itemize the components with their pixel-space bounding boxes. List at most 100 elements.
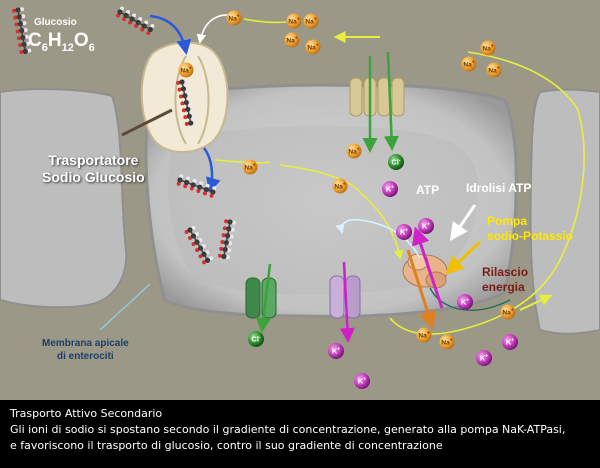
svg-text:K+: K+ (358, 377, 366, 386)
k-ion-3: K+ (418, 218, 434, 234)
svg-text:K+: K+ (400, 228, 408, 237)
atp-label: ATP (416, 183, 440, 197)
na-ion-4: Na+ (284, 32, 300, 48)
membrane-label-line-2: di enterociti (57, 351, 114, 362)
atp-gold-arrow (445, 240, 482, 275)
svg-text:Na+: Na+ (441, 338, 452, 347)
flow-arrow-right (519, 294, 553, 311)
pump-label-line-1: Pompa (487, 214, 528, 228)
svg-text:Na+: Na+ (334, 182, 345, 191)
svg-text:Na+: Na+ (418, 331, 429, 340)
diagram-stage: Na+ Na+ Na+ Na+ Na+ Na+ Na+ Na+ Na+ Na+ Na+ Na+ Na+ N… (0, 0, 600, 400)
diagram-canvas: Na+ Na+ Na+ Na+ Na+ Na+ Na+ Na+ Na+ Na+ Na+ Na+ Na+ N… (0, 6, 600, 389)
na-arrow-pump-out (406, 249, 437, 330)
transporter-label-line-2: Sodio Glucosio (42, 169, 145, 185)
svg-text:K+: K+ (480, 354, 488, 363)
k-ion-1: K+ (382, 181, 398, 197)
svg-text:K+: K+ (332, 347, 340, 356)
sodium-flow-line (459, 51, 585, 331)
cl-ion-2: Cl- (248, 331, 264, 347)
svg-text:Na+: Na+ (305, 17, 316, 26)
na-ion-7: Na+ (461, 56, 477, 72)
na-ion-2: Na+ (286, 13, 302, 29)
cl-ion-1: Cl- (388, 154, 404, 170)
k-ion-5: K+ (502, 334, 518, 350)
pump-label-line-2: sodio-Potassio (487, 229, 574, 243)
svg-text:Na+: Na+ (482, 44, 493, 53)
caption-panel: Trasporto Attivo Secondario Gli ioni di … (0, 400, 600, 468)
svg-text:Na+: Na+ (348, 147, 359, 156)
svg-text:Na+: Na+ (288, 17, 299, 26)
release-label-line-1: Rilascio (482, 265, 529, 279)
svg-text:Na+: Na+ (228, 14, 239, 23)
svg-text:K+: K+ (422, 222, 430, 231)
na-ion-5: Na+ (305, 39, 321, 55)
flow-na-top-link (243, 18, 287, 24)
sodium-flow-return (389, 317, 461, 335)
membrane-label-line-1: Membrana apicale (42, 338, 129, 349)
formula-h: H (47, 30, 62, 51)
svg-text:Na+: Na+ (307, 43, 318, 52)
glucose-molecule-4 (176, 174, 217, 198)
right-neighbor-cell (529, 88, 600, 335)
na-ion-6: Na+ (480, 40, 496, 56)
glucose-name: Glucosio (34, 17, 77, 28)
caption-line-1: Gli ioni di sodio si spostano secondo il… (10, 423, 566, 436)
na-ion-3: Na+ (303, 13, 319, 29)
svg-text:Na+: Na+ (180, 66, 191, 75)
svg-text:K+: K+ (506, 338, 514, 347)
glucose-molecule-6 (217, 219, 236, 260)
k-arrow-bottom-channel (339, 261, 355, 343)
transporter-pointer-line (121, 108, 173, 137)
glucose-molecules (12, 6, 236, 265)
ions: Na+ Na+ Na+ Na+ Na+ Na+ Na+ Na+ Na+ Na+ Na+ Na+ Na+ N… (178, 10, 518, 389)
release-label-line-2: energia (482, 280, 525, 294)
na-ion-15: Na+ (500, 304, 516, 320)
k-ion-4: K+ (457, 294, 473, 310)
svg-text:K+: K+ (461, 298, 469, 307)
k-ion-6: K+ (476, 350, 492, 366)
cl-arrow-bottom (255, 263, 272, 333)
svg-text:Na+: Na+ (463, 60, 474, 69)
svg-text:Na+: Na+ (286, 36, 297, 45)
glucose-exit-arrow (202, 147, 221, 193)
potassium-channel-top (349, 77, 405, 117)
left-neighbor-cell (0, 88, 128, 309)
transporter-label-line-1: Trasportatore (48, 152, 139, 168)
caption-line-2: e favoriscono il trasporto di glucosio, … (10, 439, 443, 452)
svg-text:Na+: Na+ (244, 163, 255, 172)
glucose-molecule-5 (184, 226, 213, 265)
svg-text:Na+: Na+ (502, 308, 513, 317)
k-ion-8: K+ (328, 343, 344, 359)
na-ion-11: Na+ (332, 178, 348, 194)
formula-c: C (28, 30, 42, 51)
hydrolysis-label: Idrolisi ATP (466, 181, 532, 195)
release-label: Rilascio energia (482, 265, 528, 295)
na-ion-9: Na+ (178, 62, 194, 78)
na-ion-12: Na+ (346, 143, 362, 159)
glucose-molecule-2 (116, 6, 155, 35)
glucose-molecule-1 (12, 7, 32, 55)
pump-label: Pompa sodio-Potassio (487, 214, 573, 244)
atp-white-arrow (449, 204, 477, 241)
glucose-entry-arrow (149, 14, 192, 55)
cl-arrow-top-2 (384, 51, 399, 151)
formula-sub-h: 12 (61, 41, 74, 54)
svg-text:Cl-: Cl- (251, 335, 261, 344)
transporter-label: Trasportatore Sodio Glucosio (42, 152, 145, 186)
k-arrow-pump-in (412, 226, 444, 309)
potassium-channel-bottom (329, 275, 361, 319)
svg-text:Cl-: Cl- (391, 158, 401, 167)
k-ion-7: K+ (354, 373, 370, 389)
formula-sub-o: 6 (88, 41, 95, 54)
formula-o: O (73, 30, 89, 51)
glucose-molecule-3 (176, 79, 197, 126)
formula-sub-c: 6 (41, 41, 48, 54)
svg-text:K+: K+ (386, 185, 394, 194)
k-ion-2: K+ (396, 224, 412, 240)
na-ion-1: Na+ (226, 10, 242, 26)
caption-title: Trasporto Attivo Secondario (10, 407, 163, 420)
na-ion-8: Na+ (486, 62, 502, 78)
na-ion-13: Na+ (416, 327, 432, 343)
na-ion-14: Na+ (439, 334, 455, 350)
